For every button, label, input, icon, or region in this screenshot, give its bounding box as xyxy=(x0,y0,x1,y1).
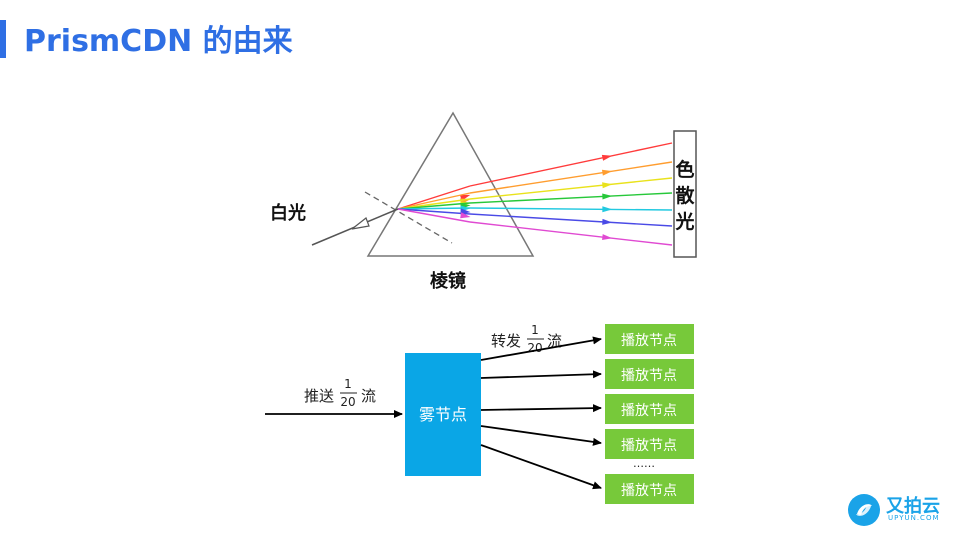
push-label-numerator: 1 xyxy=(344,377,352,391)
forward-label-numerator: 1 xyxy=(531,323,539,337)
forward-arrow-5 xyxy=(481,445,601,488)
forward-label-denominator: 20 xyxy=(527,341,542,355)
play-node-ellipsis: …… xyxy=(633,457,655,470)
prism-triangle xyxy=(368,113,533,256)
rays-outside-prism xyxy=(470,143,672,245)
push-label-suffix: 流 xyxy=(361,387,376,405)
play-node-4-label: 播放节点 xyxy=(621,438,677,454)
upyun-logo: 又拍云 UPYUN.COM xyxy=(848,492,948,528)
dispersion-label-1: 色 xyxy=(675,158,694,181)
dispersion-label-2: 散 xyxy=(675,184,694,207)
forward-arrow-2 xyxy=(481,374,601,378)
outer-ray-arrow-icon-5 xyxy=(602,206,612,212)
outer-ray-arrow-icon-2 xyxy=(602,170,612,176)
outer-ray-arrow-icon-1 xyxy=(602,155,612,161)
upyun-logo-sub: UPYUN.COM xyxy=(888,514,940,522)
outer-ray-arrow-icon-3 xyxy=(602,182,612,188)
play-node-2-label: 播放节点 xyxy=(621,368,677,384)
push-label-denominator: 20 xyxy=(340,395,355,409)
outer-ray-1 xyxy=(470,143,672,186)
rays-inside-prism xyxy=(398,186,471,222)
push-label-prefix: 推送 xyxy=(304,387,334,405)
fog-node-label: 雾节点 xyxy=(419,405,467,424)
prism-figure: 色 散 光 白光 棱镜 xyxy=(270,113,696,292)
outer-ray-5 xyxy=(470,208,672,210)
forward-arrow-4 xyxy=(481,426,601,443)
outer-ray-6 xyxy=(470,214,672,226)
white-light-label: 白光 xyxy=(270,202,306,224)
play-node-3-label: 播放节点 xyxy=(621,403,677,419)
prism-label: 棱镜 xyxy=(430,270,466,292)
dispersion-label-3: 光 xyxy=(674,210,694,233)
inner-ray-5 xyxy=(398,208,470,209)
outer-ray-arrow-icon-7 xyxy=(602,234,612,240)
forward-label-prefix: 转发 xyxy=(491,332,521,350)
white-light-arrow-icon xyxy=(352,218,369,229)
forward-arrow-3 xyxy=(481,408,601,410)
play-node-1-label: 播放节点 xyxy=(621,333,677,349)
outer-ray-arrow-icon-4 xyxy=(602,193,612,199)
outer-ray-7 xyxy=(470,222,672,245)
flow-diagram: 推送 1 20 流 雾节点 转发 1 20 流 播放节点 播放节点 播放节点 播… xyxy=(265,323,694,504)
upyun-logo-icon xyxy=(848,494,880,526)
play-node-5-label: 播放节点 xyxy=(621,483,677,499)
